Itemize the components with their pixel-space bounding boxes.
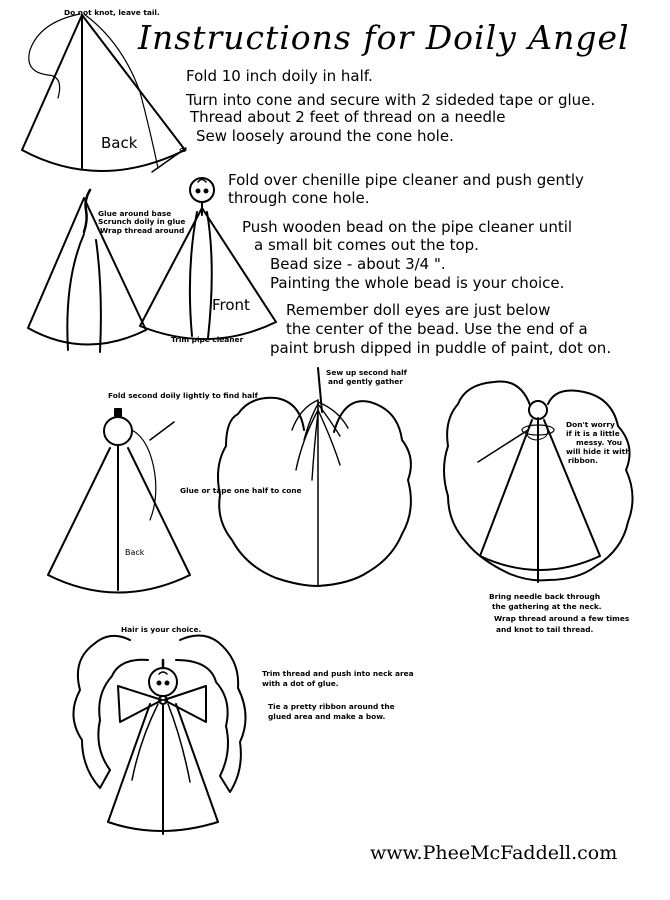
step-7: Push wooden bead on the pipe cleaner unt… [242,218,573,236]
figure-cone-glue [27,188,147,353]
step-10: Painting the whole bead is your choice. [270,274,565,292]
note-sew-up-1: Sew up second half [326,368,407,377]
step-3: Thread about 2 feet of thread on a needl… [190,108,506,126]
label-back-1: Back [101,134,138,152]
note-worry-1: Don't worry [566,420,615,429]
step-2: Turn into cone and secure with 2 sideded… [186,91,596,109]
step-4: Sew loosely around the cone hole. [196,127,454,145]
step-12: the center of the bead. Use the end of a [286,320,588,338]
figure-angel-back [47,408,191,594]
note-trim-2: with a dot of glue. [262,679,339,688]
note-needle-2: the gathering at the neck. [492,602,602,611]
note-worry-5: ribbon. [568,456,598,465]
note-worry-3: messy. You [576,438,623,447]
step-5: Fold over chenille pipe cleaner and push… [228,171,584,189]
step-1: Fold 10 inch doily in half. [186,67,373,85]
note-knot: Do not knot, leave tail. [64,8,160,17]
step-8: a small bit comes out the top. [254,236,479,254]
note-trim-pipe: Trim pipe cleaner [171,335,244,344]
step-6: through cone hole. [228,189,370,207]
label-back-2: Back [125,548,145,557]
note-sew-up-2: and gently gather [328,377,403,386]
note-hair: Hair is your choice. [121,625,202,634]
note-needle-1: Bring needle back through [489,592,601,601]
note-glue-1: Glue around base [98,209,172,218]
step-11: Remember doll eyes are just below [286,301,551,319]
note-glue-2: Scrunch doily in glue [98,217,186,226]
figure-doily-cone [443,380,634,583]
note-trim-1: Trim thread and push into neck area [262,669,414,678]
note-ribbon-1: Tie a pretty ribbon around the [268,702,395,711]
page-title: Instructions for Doily Angel [138,18,630,57]
footer-url: www.PheeMcFaddell.com [370,842,618,864]
note-worry-2: if it is a little [566,429,620,438]
note-worry-4: will hide it with [566,447,631,456]
figure-finished-angel [72,634,247,835]
step-13: paint brush dipped in puddle of paint, d… [270,339,612,357]
note-ribbon-2: glued area and make a bow. [268,712,386,721]
label-front: Front [212,296,250,314]
figure-doily-gather [217,367,412,587]
step-9: Bead size - about 3/4 ". [270,255,446,273]
note-fold-second: Fold second doily lightly to find half [108,391,258,400]
note-glue-half: Glue or tape one half to cone [180,486,302,495]
note-glue-3: Wrap thread around [100,226,185,235]
note-needle-4: and knot to tail thread. [496,625,594,634]
note-needle-3: Wrap thread around a few times [494,614,630,623]
figure-cone-front [139,177,277,341]
figure-cone-back [21,13,187,173]
